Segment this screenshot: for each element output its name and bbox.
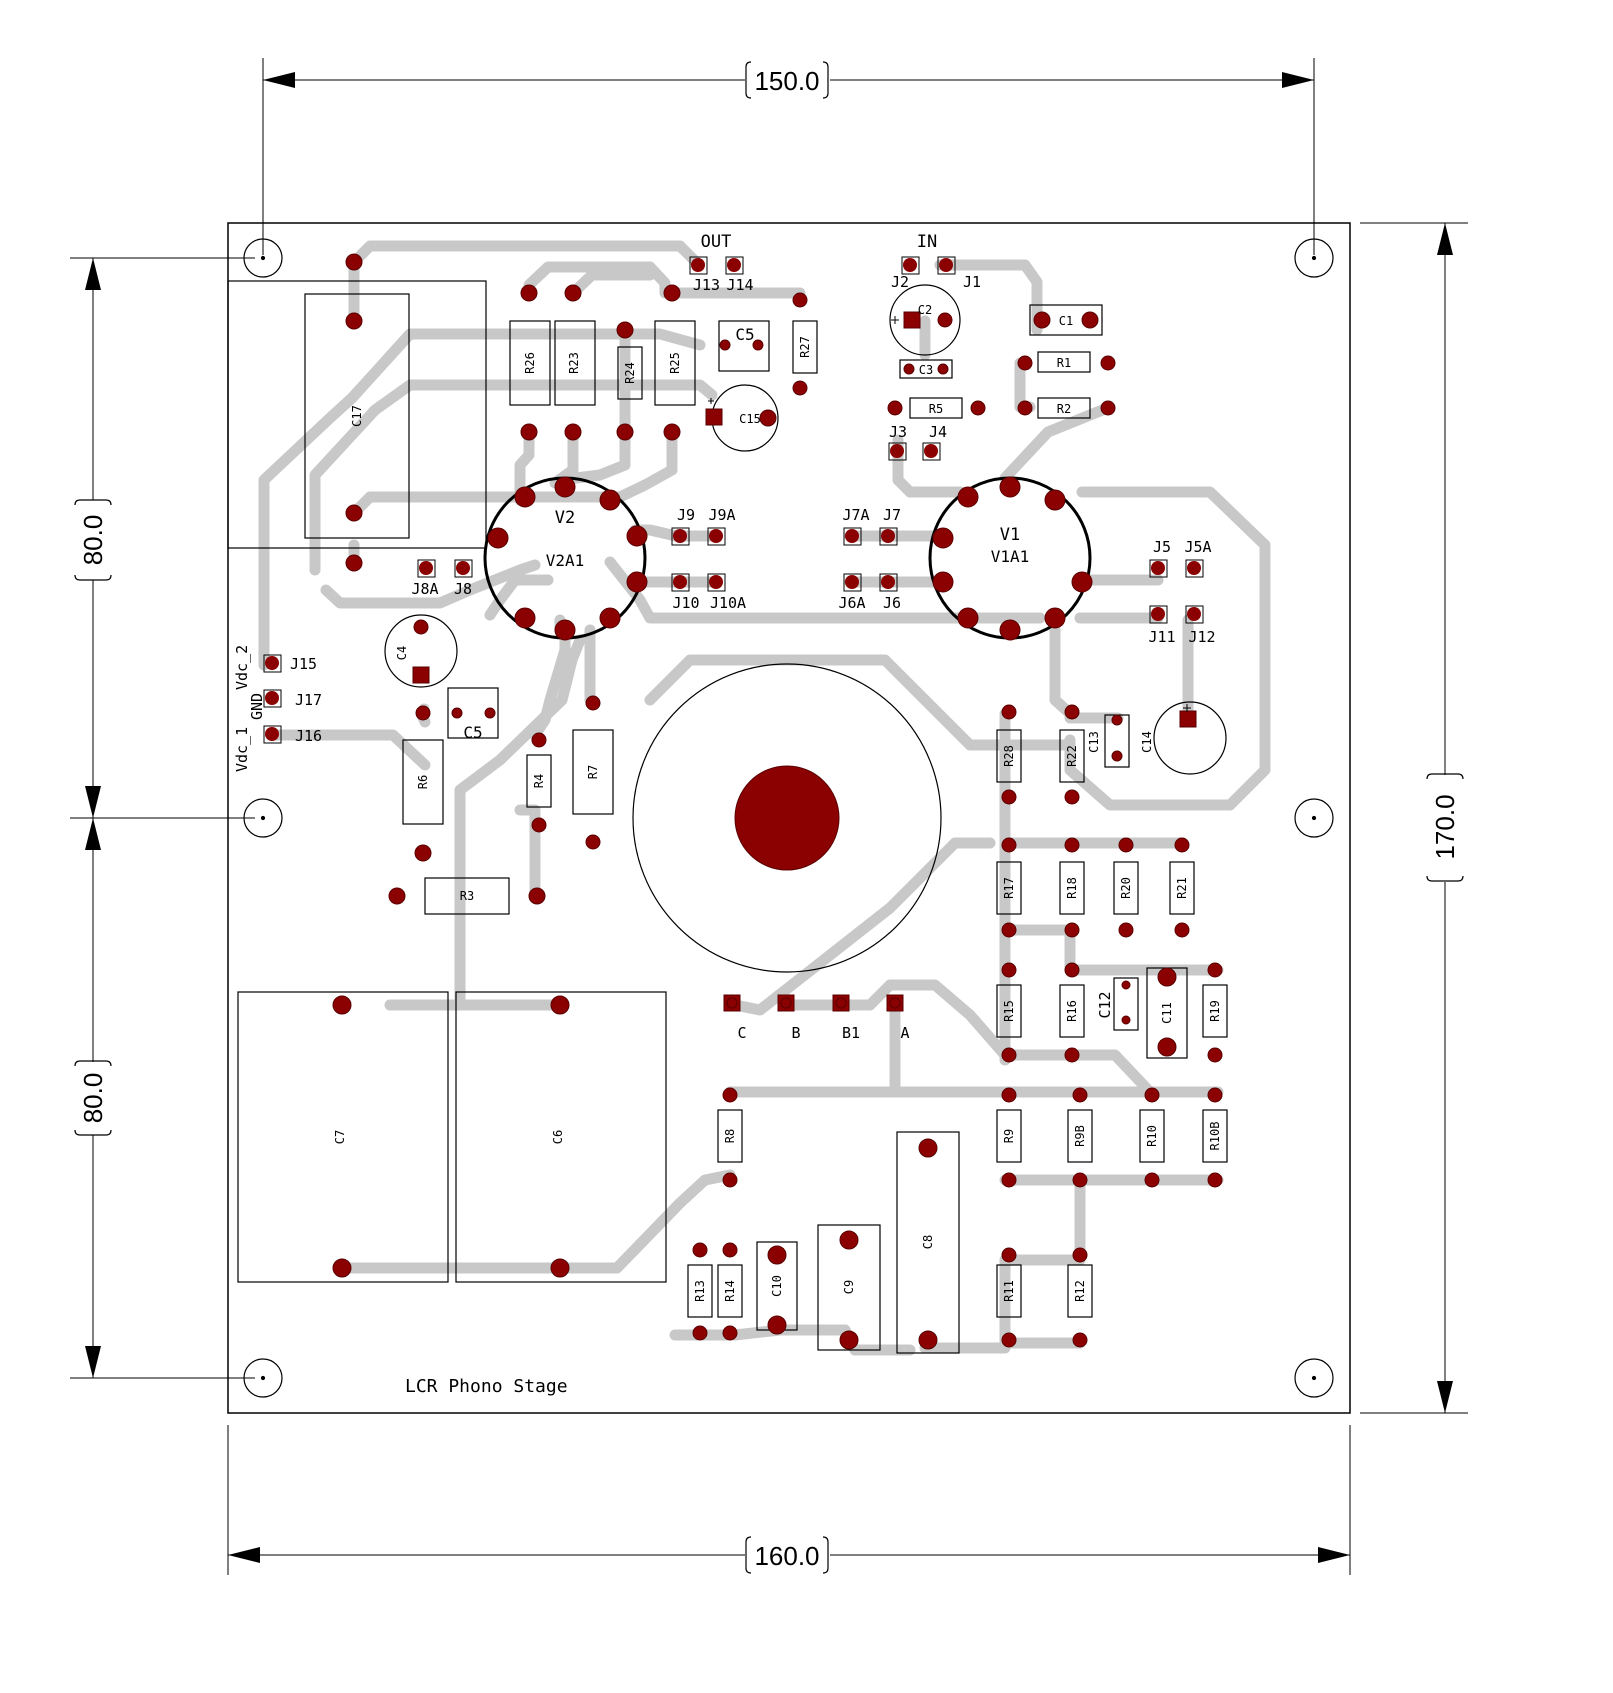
label-c17: C17: [350, 405, 364, 427]
label-c4: C4: [395, 646, 409, 660]
label-r10: R10: [1145, 1125, 1159, 1147]
mounting-holes: [243, 238, 1334, 1398]
label-r13: R13: [693, 1280, 707, 1302]
label-c10: C10: [770, 1275, 784, 1297]
label-r20: R20: [1119, 877, 1133, 899]
dim-right-label: 170.0: [1430, 794, 1460, 859]
label-r4: R4: [532, 774, 546, 788]
label-j5: J5: [1153, 538, 1171, 556]
label-c3: C3: [919, 363, 933, 377]
label-vdc2: Vdc_2: [233, 645, 251, 690]
label-r25: R25: [668, 352, 682, 374]
label-r5: R5: [929, 402, 943, 416]
tube-v2-socket: V2A1: [546, 551, 585, 570]
label-tap-c: C: [737, 1024, 746, 1042]
label-c8: C8: [921, 1235, 935, 1249]
label-j4: J4: [929, 423, 947, 441]
label-j14: J14: [726, 276, 753, 294]
label-tap-a: A: [900, 1024, 909, 1042]
label-r9: R9: [1002, 1129, 1016, 1143]
label-j7a: J7A: [842, 506, 869, 524]
label-c2: C2: [918, 303, 932, 317]
tube-v1-socket: V1A1: [991, 547, 1030, 566]
board-title: LCR Phono Stage: [405, 1376, 568, 1397]
label-r18: R18: [1065, 877, 1079, 899]
polarity-marks: [708, 316, 1191, 712]
label-c15: C15: [739, 412, 761, 426]
label-j16: J16: [295, 727, 322, 745]
label-r11: R11: [1002, 1280, 1016, 1302]
label-r14: R14: [723, 1280, 737, 1302]
dimension-lines: [70, 58, 1468, 1575]
label-r27: R27: [798, 336, 812, 358]
label-r3: R3: [460, 889, 474, 903]
tube-v1: V1: [1000, 525, 1020, 545]
label-r26: R26: [523, 352, 537, 374]
dim-bottom-label: 160.0: [754, 1541, 819, 1571]
label-j3: J3: [889, 423, 907, 441]
label-c11: C11: [1160, 1002, 1174, 1024]
pads: [332, 253, 1223, 1350]
label-j10: J10: [672, 594, 699, 612]
label-r1: R1: [1057, 356, 1071, 370]
label-j7: J7: [883, 506, 901, 524]
label-r16: R16: [1065, 1000, 1079, 1022]
label-r6: R6: [416, 775, 430, 789]
dim-left-lower-label: 80.0: [78, 1073, 108, 1124]
label-vdc1: Vdc_1: [233, 727, 251, 772]
label-j13: J13: [693, 276, 720, 294]
label-r23: R23: [567, 352, 581, 374]
label-c14: C14: [1140, 731, 1154, 753]
label-r12: R12: [1073, 1280, 1087, 1302]
dimension-brackets: [74, 61, 1464, 1574]
label-tap-b: B: [791, 1024, 800, 1042]
label-c5-bottom: C5: [463, 723, 482, 742]
label-r22: R22: [1065, 745, 1079, 767]
header-out: OUT: [701, 232, 732, 252]
label-gnd: GND: [248, 693, 266, 720]
label-c12: C12: [1096, 991, 1114, 1018]
label-j2: J2: [891, 273, 909, 291]
label-r10b: R10B: [1208, 1122, 1222, 1151]
dim-top-label: 150.0: [754, 66, 819, 96]
silkscreen-labels: OUT IN LCR Phono Stage V2 V2A1 V1 V1A1 J…: [233, 232, 1222, 1397]
label-c5-top: C5: [735, 325, 754, 344]
label-j9: J9: [677, 506, 695, 524]
label-j15: J15: [290, 655, 317, 673]
label-c13: C13: [1087, 731, 1101, 753]
label-c7: C7: [333, 1130, 347, 1144]
label-r9b: R9B: [1073, 1125, 1087, 1147]
label-r8: R8: [723, 1129, 737, 1143]
header-in: IN: [917, 232, 937, 252]
label-tap-b1: B1: [842, 1024, 860, 1042]
label-c9: C9: [842, 1280, 856, 1294]
label-r24: R24: [623, 362, 637, 384]
label-j11: J11: [1148, 628, 1175, 646]
label-j6a: J6A: [838, 594, 865, 612]
label-j1: J1: [963, 273, 981, 291]
label-j5a: J5A: [1184, 538, 1211, 556]
label-c6: C6: [551, 1130, 565, 1144]
label-j9a: J9A: [708, 506, 735, 524]
label-j8a: J8A: [411, 580, 438, 598]
label-r15: R15: [1002, 1000, 1016, 1022]
label-r28: R28: [1002, 745, 1016, 767]
label-j8: J8: [454, 580, 472, 598]
label-r21: R21: [1175, 877, 1189, 899]
label-r17: R17: [1002, 877, 1016, 899]
label-j10a: J10A: [710, 594, 746, 612]
label-r2: R2: [1057, 402, 1071, 416]
label-j6: J6: [883, 594, 901, 612]
jumper-pads: [263, 256, 1204, 744]
dim-left-upper-label: 80.0: [78, 515, 108, 566]
label-c1: C1: [1059, 314, 1073, 328]
dimension-arrows: [85, 72, 1453, 1563]
label-j12: J12: [1188, 628, 1215, 646]
tube-v2: V2: [555, 508, 575, 528]
label-j17: J17: [295, 691, 322, 709]
label-r7: R7: [586, 765, 600, 779]
label-r19: R19: [1208, 1000, 1222, 1022]
